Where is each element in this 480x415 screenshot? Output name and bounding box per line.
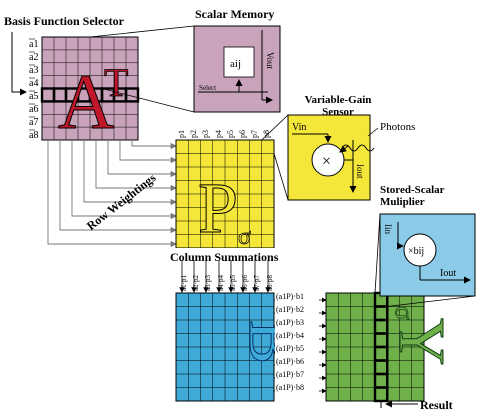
scalar-memory-title: Scalar Memory xyxy=(195,7,275,21)
row-vector-label: a2 xyxy=(29,52,38,63)
selector-arrow xyxy=(11,32,27,96)
p-column-label: p1 xyxy=(177,130,186,138)
column-sum-label: a8·p8 xyxy=(266,275,274,291)
row-vector-label: a5 xyxy=(29,91,38,102)
photons-label: Photons xyxy=(380,121,415,133)
p-sigma-letter: P xyxy=(198,168,238,248)
p-column-label: p7 xyxy=(250,130,259,138)
variable-gain-sensor-title: Variable-Gain Sensor xyxy=(304,94,372,118)
multiplier-symbol: ×bij xyxy=(408,246,424,257)
b-term-label: (a1P)·b3 xyxy=(276,318,304,327)
b-term-label: (a1P)·b7 xyxy=(276,370,304,379)
p-sigma-subscript: σ xyxy=(238,224,251,250)
selected-row xyxy=(40,87,140,103)
y-sigma-subscript: σ xyxy=(390,306,419,320)
b-term-label: (a1P)·b8 xyxy=(276,383,304,392)
b-term-label: (a1P)·b1 xyxy=(276,292,304,301)
a-transpose-letter: A xyxy=(58,58,114,145)
stored-scalar-multiplier-title: Stored-Scalar Muliplier xyxy=(380,184,445,208)
photon-squiggle-icon xyxy=(341,144,375,152)
b-term-label: (a1P)·b5 xyxy=(276,344,304,353)
sensor-multiply-symbol: × xyxy=(322,153,331,170)
i-out-label: Iout xyxy=(355,164,365,179)
scalar-memory-cell: aij Select Vout xyxy=(89,25,281,113)
v-out-label: Vout xyxy=(265,52,275,69)
v-in-label: Vin xyxy=(292,122,306,133)
p-column-label: p6 xyxy=(238,130,247,138)
column-sum-label: a1·p1 xyxy=(180,275,188,291)
p-column-label: p3 xyxy=(201,130,210,138)
row-vector-label: a1 xyxy=(29,39,38,50)
variable-gain-sensor: Vin × Iout xyxy=(261,114,375,201)
i-in-label: Iin xyxy=(383,224,393,234)
select-line-label: Select xyxy=(199,84,216,92)
p-column-label: p4 xyxy=(214,130,223,138)
row-vector-label: a6 xyxy=(29,104,38,115)
p-column-label: p5 xyxy=(226,130,235,138)
b-term-label: (a1P)·b6 xyxy=(276,357,304,366)
p-column-labels: p1 p2 p3 p4 p5 p6 p7 p8 xyxy=(177,130,271,138)
b-term-label: (a1P)·b4 xyxy=(276,331,304,340)
result-label: Result xyxy=(420,398,453,412)
column-sum-label: a6·p6 xyxy=(241,275,249,291)
a-transpose-superscript: T xyxy=(104,60,128,105)
column-summations-label: Column Summations xyxy=(170,250,279,264)
p-column-label: p8 xyxy=(262,130,271,138)
row-vector-label: a4 xyxy=(29,78,38,89)
column-sum-labels: a1·p1 a2·p2 a3·p3 a4·p4 a5·p5 a6·p6 a7·p… xyxy=(180,275,274,291)
y-sigma-matrix: Y σ xyxy=(325,291,459,403)
row-vector-label: a7 xyxy=(29,117,38,128)
column-sum-label: a2·p2 xyxy=(192,275,200,291)
a-transpose-matrix: A T xyxy=(40,36,140,146)
scalar-memory-cell-label: aij xyxy=(230,58,241,70)
row-vector-label: a8 xyxy=(29,130,38,141)
row-vector-labels: a1 a2 a3 a4 a5 a6 a7 a8 xyxy=(29,38,38,141)
row-weighting-arrows xyxy=(47,140,177,248)
column-sum-label: a3·p3 xyxy=(204,275,212,291)
column-sum-label: a7·p7 xyxy=(253,275,261,291)
basis-function-selector-title: Basis Function Selector xyxy=(4,14,124,28)
p-column-label: p2 xyxy=(189,130,198,138)
b-term-label: (a1P)·b2 xyxy=(276,305,304,314)
stored-scalar-multiplier: Iin ×bij Iout xyxy=(374,213,476,307)
column-sum-label: a5·p5 xyxy=(229,275,237,291)
p-sigma-matrix: P σ xyxy=(175,139,275,250)
row-vector-label: a3 xyxy=(29,65,38,76)
b-term-labels: (a1P)·b1 (a1P)·b2 (a1P)·b3 (a1P)·b4 (a1P… xyxy=(275,292,319,396)
multiplier-i-out-label: Iout xyxy=(440,268,456,279)
y-sigma-letter: Y xyxy=(385,318,458,366)
column-sum-label: a4·p4 xyxy=(217,275,225,291)
